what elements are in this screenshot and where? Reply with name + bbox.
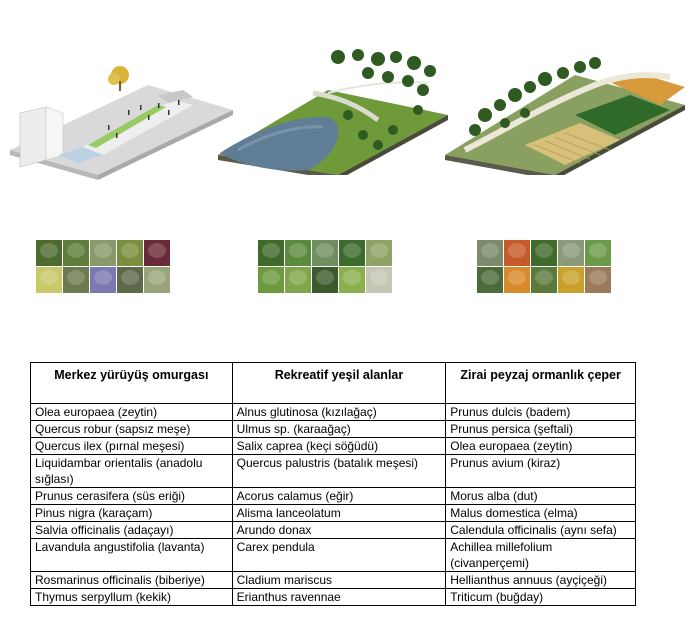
table-cell: Olea europaea (zeytin) bbox=[445, 437, 636, 455]
plant-photo bbox=[477, 267, 503, 293]
plant-photo bbox=[144, 240, 170, 266]
column-header: Zirai peyzaj ormanlık çeper bbox=[445, 362, 636, 404]
plant-photo bbox=[63, 267, 89, 293]
plant-photo bbox=[90, 267, 116, 293]
plant-photo bbox=[312, 240, 338, 266]
plant-photo bbox=[558, 267, 584, 293]
plant-photo bbox=[504, 267, 530, 293]
table-cell: Calendula officinalis (aynı sefa) bbox=[445, 521, 636, 539]
table-row: Prunus cerasifera (süs eriği)Acorus cala… bbox=[30, 487, 636, 505]
plant-photo bbox=[531, 267, 557, 293]
table-row: Lavandula angustifolia (lavanta)Carex pe… bbox=[30, 538, 636, 572]
table-cell: Prunus avium (kiraz) bbox=[445, 454, 636, 488]
table-cell: Carex pendula bbox=[231, 538, 447, 572]
column-header: Rekreatif yeşil alanlar bbox=[231, 362, 447, 404]
table-cell: Alnus glutinosa (kızılağaç) bbox=[231, 403, 447, 421]
plant-photos-walkway bbox=[36, 240, 170, 293]
plant-photo bbox=[258, 267, 284, 293]
table-cell: Olea europaea (zeytin) bbox=[30, 403, 233, 421]
table-cell: Prunus dulcis (badem) bbox=[445, 403, 636, 421]
table-header-row: Merkez yürüyüş omurgası Rekreatif yeşil … bbox=[30, 362, 636, 404]
plant-photo bbox=[477, 240, 503, 266]
table-cell: Prunus cerasifera (süs eriği) bbox=[30, 487, 233, 505]
table-cell: Alisma lanceolatum bbox=[231, 504, 447, 522]
recreational-green-illustration bbox=[218, 49, 448, 175]
table-row: Liquidambar orientalis (anadolu sığlası)… bbox=[30, 454, 636, 488]
table-cell: Rosmarinus officinalis (biberiye) bbox=[30, 571, 233, 589]
table-cell: Liquidambar orientalis (anadolu sığlası) bbox=[30, 454, 233, 488]
plant-photo bbox=[117, 240, 143, 266]
table-row: Quercus robur (sapsız meşe)Ulmus sp. (ka… bbox=[30, 420, 636, 438]
plant-photo bbox=[531, 240, 557, 266]
plant-photo bbox=[339, 267, 365, 293]
plant-photo bbox=[117, 267, 143, 293]
plant-photos-recreational bbox=[258, 240, 392, 293]
plant-photo bbox=[63, 240, 89, 266]
table-cell: Triticum (buğday) bbox=[445, 588, 636, 606]
table-cell: Quercus palustris (batalık meşesi) bbox=[231, 454, 447, 488]
table-cell: Acorus calamus (eğir) bbox=[231, 487, 447, 505]
plant-photos-agricultural bbox=[477, 240, 611, 293]
table-row: Rosmarinus officinalis (biberiye)Cladium… bbox=[30, 571, 636, 589]
table-cell: Arundo donax bbox=[231, 521, 447, 539]
table-cell: Erianthus ravennae bbox=[231, 588, 447, 606]
table-cell: Achillea millefolium (civanperçemi) bbox=[445, 538, 636, 572]
table-cell: Ulmus sp. (karaağaç) bbox=[231, 420, 447, 438]
table-cell: Thymus serpyllum (kekik) bbox=[30, 588, 233, 606]
plant-photo bbox=[504, 240, 530, 266]
walkway-spine-illustration bbox=[10, 66, 233, 180]
table-cell: Quercus ilex (pırnal meşesi) bbox=[30, 437, 233, 455]
plant-photo bbox=[285, 240, 311, 266]
agricultural-woodland-illustration bbox=[445, 57, 685, 175]
plant-photo bbox=[585, 240, 611, 266]
table-cell: Morus alba (dut) bbox=[445, 487, 636, 505]
plant-photo bbox=[258, 240, 284, 266]
table-cell: Hellianthus annuus (ayçiçeği) bbox=[445, 571, 636, 589]
plant-photo bbox=[366, 240, 392, 266]
plant-photo bbox=[90, 240, 116, 266]
table-cell: Salvia officinalis (adaçayı) bbox=[30, 521, 233, 539]
plant-photo bbox=[366, 267, 392, 293]
table-row: Olea europaea (zeytin)Alnus glutinosa (k… bbox=[30, 403, 636, 421]
table-cell: Quercus robur (sapsız meşe) bbox=[30, 420, 233, 438]
table-cell: Pinus nigra (karaçam) bbox=[30, 504, 233, 522]
plant-photo bbox=[585, 267, 611, 293]
table-row: Quercus ilex (pırnal meşesi)Salix caprea… bbox=[30, 437, 636, 455]
column-header: Merkez yürüyüş omurgası bbox=[30, 362, 233, 404]
table-row: Salvia officinalis (adaçayı)Arundo donax… bbox=[30, 521, 636, 539]
table-cell: Malus domestica (elma) bbox=[445, 504, 636, 522]
table-row: Thymus serpyllum (kekik)Erianthus ravenn… bbox=[30, 588, 636, 606]
plant-photo bbox=[558, 240, 584, 266]
plant-photo bbox=[285, 267, 311, 293]
table-cell: Salix caprea (keçi söğüdü) bbox=[231, 437, 447, 455]
plant-photo bbox=[144, 267, 170, 293]
table-cell: Lavandula angustifolia (lavanta) bbox=[30, 538, 233, 572]
table-cell: Prunus persica (şeftali) bbox=[445, 420, 636, 438]
plant-photo bbox=[339, 240, 365, 266]
plant-photo bbox=[312, 267, 338, 293]
species-table: Merkez yürüyüş omurgası Rekreatif yeşil … bbox=[30, 362, 636, 606]
plant-photo bbox=[36, 240, 62, 266]
plant-photo bbox=[36, 267, 62, 293]
table-cell: Cladium mariscus bbox=[231, 571, 447, 589]
